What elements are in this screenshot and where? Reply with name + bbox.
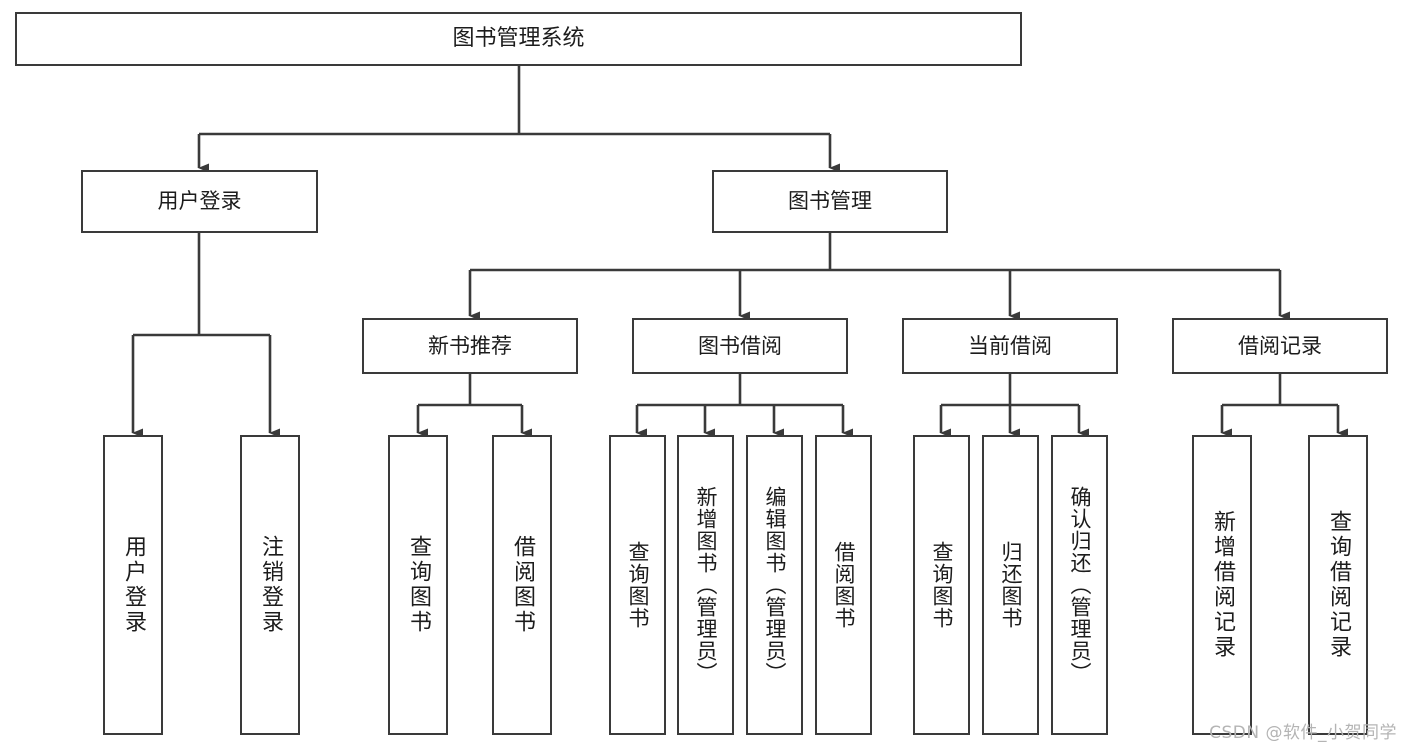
node-root-book-management-system[interactable]: 图书管理系统 (15, 12, 1022, 66)
node-label: 借阅记录 (1238, 333, 1322, 358)
node-leaf-confirm-return-admin[interactable]: 确认归还（管理员） (1051, 435, 1108, 735)
node-label: 借阅图书 (510, 535, 535, 635)
node-label: 编辑图书（管理员） (763, 486, 787, 684)
node-leaf-edit-book-admin[interactable]: 编辑图书（管理员） (746, 435, 803, 735)
node-label: 查询图书 (626, 541, 650, 629)
node-label: 新增借阅记录 (1210, 510, 1235, 660)
node-label: 归还图书 (999, 541, 1023, 629)
node-label: 当前借阅 (968, 333, 1052, 358)
node-label: 图书管理系统 (452, 26, 585, 52)
node-leaf-add-borrow-record[interactable]: 新增借阅记录 (1192, 435, 1252, 735)
node-leaf-query-book-borrow[interactable]: 查询图书 (609, 435, 666, 735)
node-borrow-record[interactable]: 借阅记录 (1172, 318, 1388, 374)
node-leaf-query-borrow-record[interactable]: 查询借阅记录 (1308, 435, 1368, 735)
node-book-borrow[interactable]: 图书借阅 (632, 318, 848, 374)
node-label: 用户登录 (157, 189, 242, 214)
node-label: 注销登录 (258, 535, 283, 635)
node-book-management[interactable]: 图书管理 (712, 170, 948, 233)
node-leaf-logout[interactable]: 注销登录 (240, 435, 300, 735)
node-label: 图书管理 (788, 189, 872, 214)
node-leaf-add-book-admin[interactable]: 新增图书（管理员） (677, 435, 734, 735)
node-new-book-recommend[interactable]: 新书推荐 (362, 318, 578, 374)
node-label: 新书推荐 (428, 333, 512, 358)
node-label: 查询图书 (930, 541, 954, 629)
node-leaf-borrow-book[interactable]: 借阅图书 (815, 435, 872, 735)
node-label: 查询图书 (406, 535, 431, 635)
node-leaf-query-book-recommend[interactable]: 查询图书 (388, 435, 448, 735)
node-label: 新增图书（管理员） (694, 486, 718, 684)
node-current-borrow[interactable]: 当前借阅 (902, 318, 1118, 374)
node-leaf-return-book[interactable]: 归还图书 (982, 435, 1039, 735)
node-leaf-user-login[interactable]: 用户登录 (103, 435, 163, 735)
node-user-login[interactable]: 用户登录 (81, 170, 318, 233)
node-label: 图书借阅 (698, 333, 782, 358)
node-leaf-borrow-book-recommend[interactable]: 借阅图书 (492, 435, 552, 735)
node-label: 借阅图书 (832, 541, 856, 629)
node-label: 确认归还（管理员） (1068, 486, 1092, 684)
node-label: 查询借阅记录 (1326, 510, 1351, 660)
node-label: 用户登录 (121, 535, 146, 635)
node-leaf-query-book-current[interactable]: 查询图书 (913, 435, 970, 735)
csdn-watermark: CSDN @软件_小贺同学 (1209, 723, 1397, 743)
